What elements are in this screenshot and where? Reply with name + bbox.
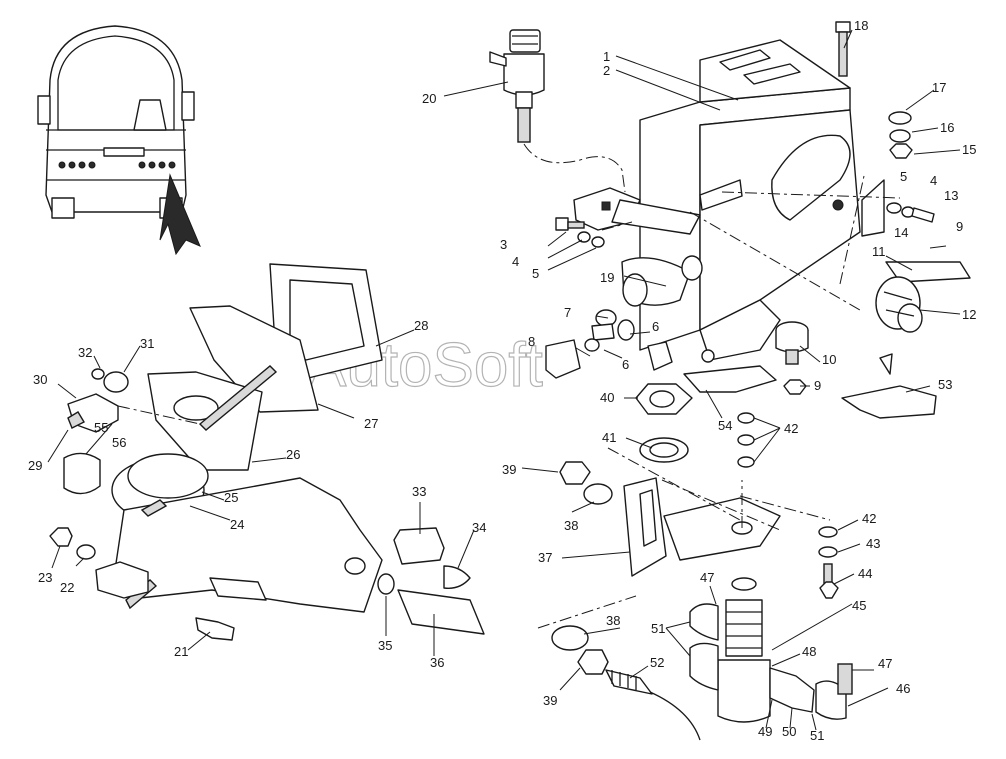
callout-11: 11 <box>872 244 886 259</box>
callout-9b: 9 <box>814 378 821 393</box>
callout-46: 46 <box>896 681 910 696</box>
callout-23: 23 <box>38 570 52 585</box>
callout-4: 4 <box>512 254 519 269</box>
callout-labels: 1 2 3 4 5 6 6 7 8 9 9 10 11 12 13 14 15 … <box>28 18 976 743</box>
callout-30: 30 <box>33 372 47 387</box>
callout-41: 41 <box>602 430 616 445</box>
nut-washer-upper <box>559 461 613 505</box>
callout-15: 15 <box>962 142 976 157</box>
callout-37: 37 <box>538 550 552 565</box>
left-pedal-assembly <box>49 263 485 641</box>
callout-51a: 51 <box>810 728 824 743</box>
mounting-bracket <box>623 477 781 577</box>
callout-7: 7 <box>564 305 571 320</box>
callout-36: 36 <box>430 655 444 670</box>
cable-assembly <box>551 625 701 741</box>
side-bracket <box>861 179 885 237</box>
callout-38b: 38 <box>606 613 620 628</box>
callout-47a: 47 <box>700 570 714 585</box>
callout-22: 22 <box>60 580 74 595</box>
callout-47b: 47 <box>878 656 892 671</box>
upper-fasteners <box>835 21 935 223</box>
bus-front-view <box>37 25 201 256</box>
assembly-lines <box>117 175 901 629</box>
callout-53: 53 <box>938 377 952 392</box>
callout-20: 20 <box>422 91 436 106</box>
location-arrow-icon <box>159 173 201 256</box>
callout-10: 10 <box>822 352 836 367</box>
callout-52: 52 <box>650 655 664 670</box>
callout-31: 31 <box>140 336 154 351</box>
callout-1: 1 <box>603 49 610 64</box>
callout-48: 48 <box>802 644 816 659</box>
callout-43: 43 <box>866 536 880 551</box>
callout-44: 44 <box>858 566 872 581</box>
callout-56: 56 <box>112 435 126 450</box>
callout-3: 3 <box>500 237 507 252</box>
callout-42a: 42 <box>784 421 798 436</box>
left-fasteners <box>555 217 605 248</box>
callout-4-right: 4 <box>930 173 937 188</box>
knob <box>775 321 809 365</box>
main-bracket <box>639 39 861 363</box>
callout-6b: 6 <box>622 357 629 372</box>
washer-stack <box>737 412 755 468</box>
callout-5: 5 <box>532 266 539 281</box>
callout-12: 12 <box>962 307 976 322</box>
callout-8: 8 <box>528 334 535 349</box>
callout-38a: 38 <box>564 518 578 533</box>
callout-32: 32 <box>78 345 92 360</box>
callout-50: 50 <box>782 724 796 739</box>
callout-49: 49 <box>758 724 772 739</box>
callout-18: 18 <box>854 18 868 33</box>
fittings <box>545 309 673 379</box>
callout-9a: 9 <box>956 219 963 234</box>
callout-27: 27 <box>364 416 378 431</box>
large-nut <box>635 383 693 463</box>
callout-14: 14 <box>894 225 908 240</box>
lever-assembly <box>573 187 703 307</box>
callout-51b: 51 <box>651 621 665 636</box>
callout-28: 28 <box>414 318 428 333</box>
callout-33: 33 <box>412 484 426 499</box>
callout-5-right: 5 <box>900 169 907 184</box>
callout-19: 19 <box>600 270 614 285</box>
lower-valve-body <box>689 577 853 723</box>
callout-2: 2 <box>603 63 610 78</box>
leader-lines <box>47 29 961 731</box>
callout-54: 54 <box>718 418 732 433</box>
callout-13: 13 <box>944 188 958 203</box>
callout-42b: 42 <box>862 511 876 526</box>
callout-40: 40 <box>600 390 614 405</box>
callout-35: 35 <box>378 638 392 653</box>
callout-21: 21 <box>174 644 188 659</box>
valve <box>875 261 971 333</box>
callout-24: 24 <box>230 517 244 532</box>
callout-6a: 6 <box>652 319 659 334</box>
callout-34: 34 <box>472 520 486 535</box>
callout-55: 55 <box>94 420 108 435</box>
plate <box>841 385 937 419</box>
callout-45: 45 <box>852 598 866 613</box>
callout-39b: 39 <box>543 693 557 708</box>
callout-39a: 39 <box>502 462 516 477</box>
fluid-reservoir <box>489 29 626 193</box>
callout-16: 16 <box>940 120 954 135</box>
callout-26: 26 <box>286 447 300 462</box>
callout-17: 17 <box>932 80 946 95</box>
callout-25: 25 <box>224 490 238 505</box>
bolt-44 <box>818 526 839 599</box>
callout-29: 29 <box>28 458 42 473</box>
nut-9 <box>783 379 807 395</box>
lever <box>683 365 777 393</box>
